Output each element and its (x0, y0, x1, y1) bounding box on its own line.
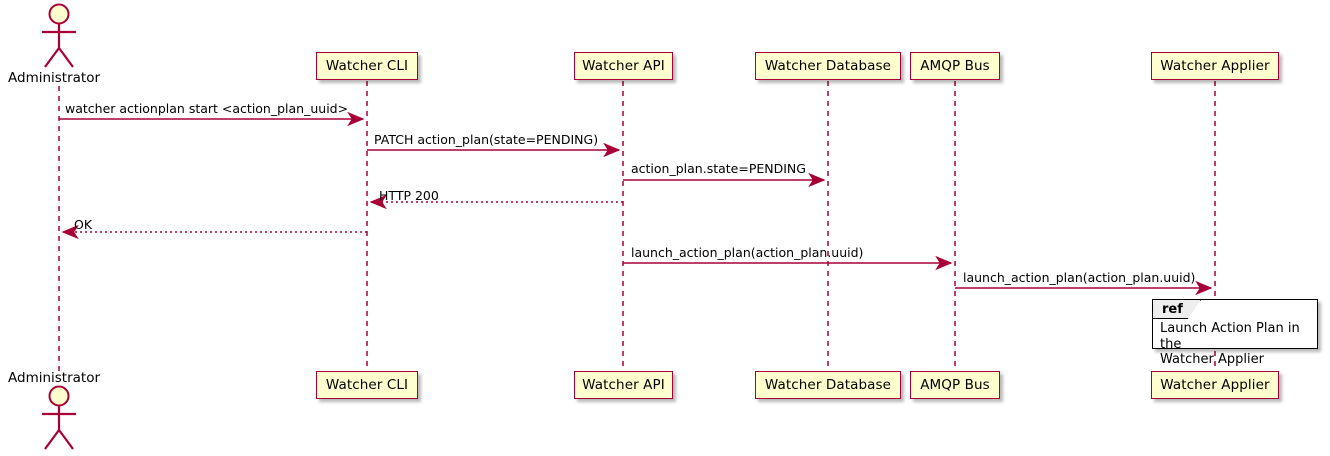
actor-label-administrator-top: Administrator (8, 70, 101, 86)
ref-fragment-keyword: ref (1153, 300, 1201, 319)
ref-fragment-text-line-2: Watcher Applier (1160, 352, 1264, 367)
participant-box-amqp-bus-top[interactable]: AMQP Bus (910, 52, 1000, 80)
participant-box-watcher-database-bottom[interactable]: Watcher Database (755, 371, 901, 399)
message-label-m4: HTTP 200 (379, 188, 439, 203)
actor-label-administrator-bottom: Administrator (8, 370, 101, 386)
message-label-m1: watcher actionplan start <action_plan_uu… (65, 101, 349, 116)
participant-box-watcher-database-top[interactable]: Watcher Database (755, 52, 901, 80)
actor-figure-top (42, 3, 76, 68)
message-arrows (59, 111, 1213, 296)
ref-fragment-text: Launch Action Plan in the Watcher Applie… (1160, 321, 1312, 368)
participant-box-watcher-api-top[interactable]: Watcher API (574, 52, 673, 80)
participant-box-watcher-applier-bottom[interactable]: Watcher Applier (1151, 371, 1279, 399)
message-label-m6: launch_action_plan(action_plan.uuid) (631, 245, 864, 260)
message-label-m3: action_plan.state=PENDING (631, 161, 806, 176)
message-label-m7: launch_action_plan(action_plan.uuid) (963, 270, 1196, 285)
participant-box-amqp-bus-bottom[interactable]: AMQP Bus (910, 371, 1000, 399)
lifelines (58, 81, 1216, 372)
ref-fragment[interactable]: ref Launch Action Plan in the Watcher Ap… (1152, 299, 1318, 367)
participant-box-watcher-applier-top[interactable]: Watcher Applier (1151, 52, 1279, 80)
message-label-m2: PATCH action_plan(state=PENDING) (374, 132, 599, 147)
message-label-m5: OK (74, 217, 93, 232)
participant-box-watcher-cli-top[interactable]: Watcher CLI (316, 52, 418, 80)
participant-box-watcher-api-bottom[interactable]: Watcher API (574, 371, 673, 399)
ref-fragment-text-line-1: Launch Action Plan in the (1160, 321, 1300, 352)
actor-figure-bottom (42, 385, 76, 450)
participant-box-watcher-cli-bottom[interactable]: Watcher CLI (316, 371, 418, 399)
